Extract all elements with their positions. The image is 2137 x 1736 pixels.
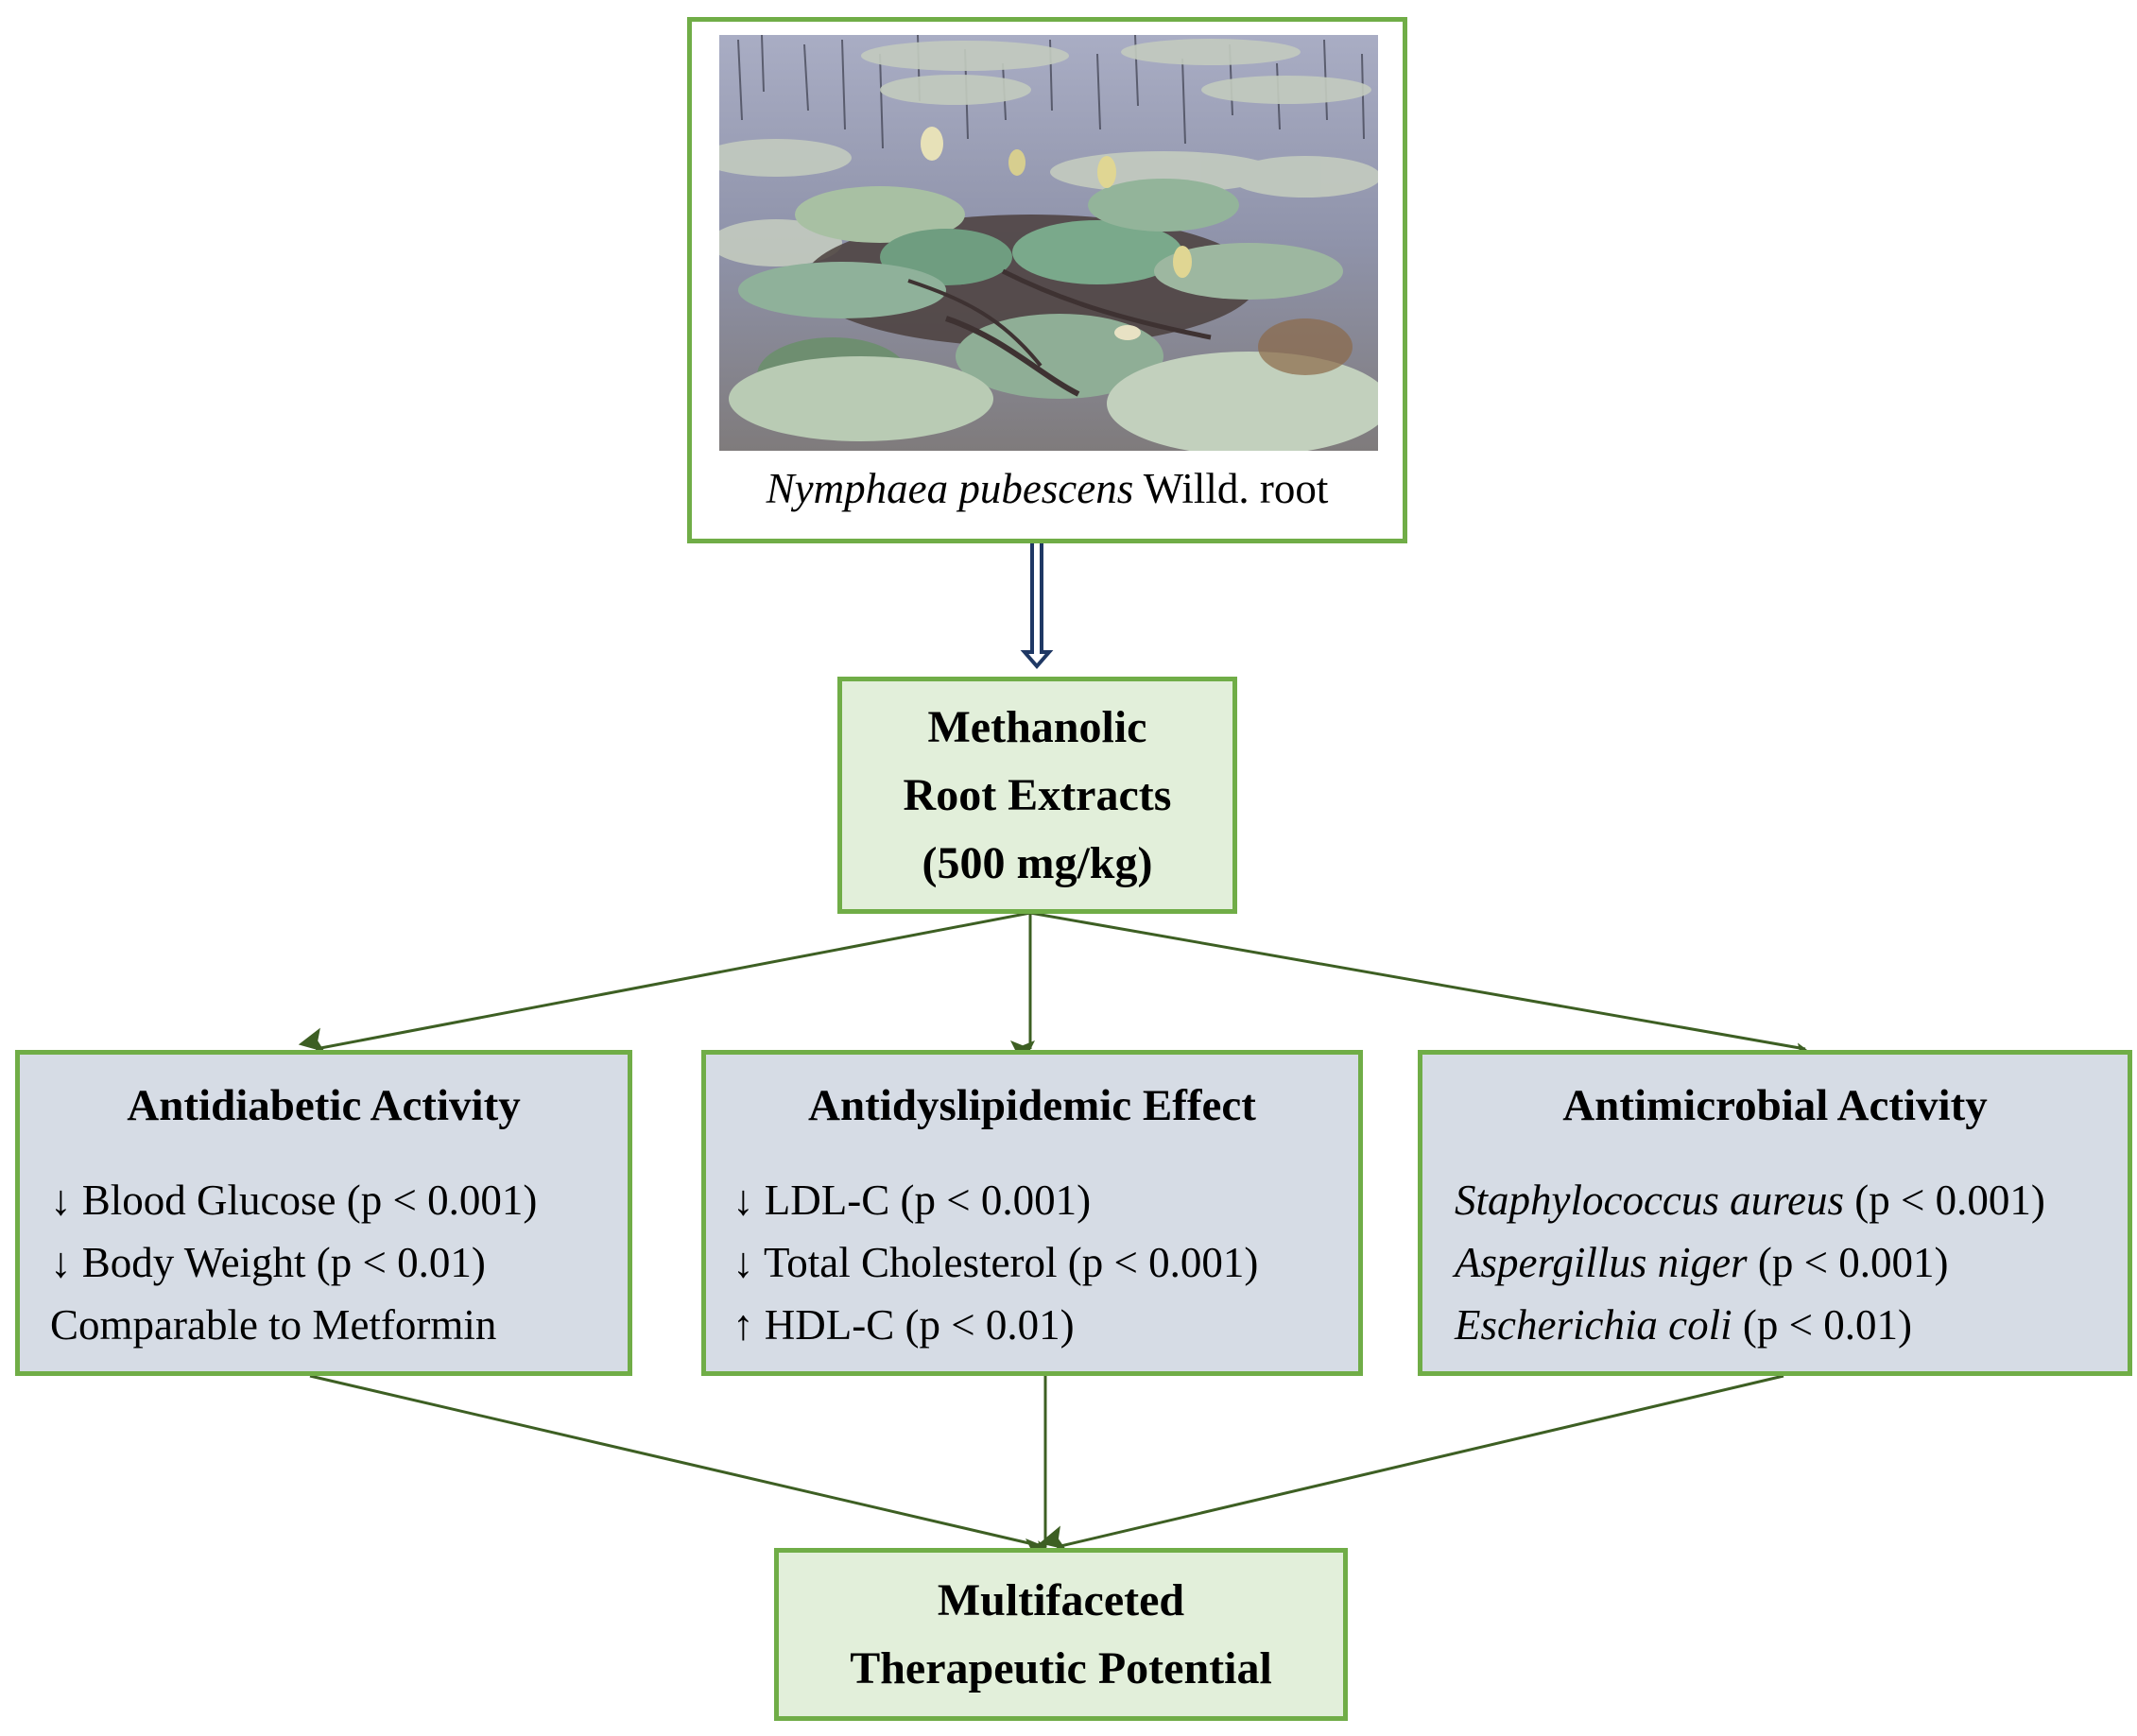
finding-item: ↓ Body Weight (p < 0.01) [50,1239,486,1286]
finding-item: ↓ LDL-C (p < 0.001) [732,1177,1092,1224]
activity-title: Antidiabetic Activity [127,1081,521,1130]
finding-item: ↑ HDL-C (p < 0.01) [732,1301,1075,1349]
finding-item: Aspergillus niger (p < 0.001) [1455,1239,1949,1286]
species-name: Nymphaea pubescens [766,465,1134,512]
finding-item: ↓ Total Cholesterol (p < 0.001) [732,1239,1259,1286]
antimicrobial-activity-box: Antimicrobial Activity Staphylococcus au… [1418,1050,2132,1376]
activity-title: Antimicrobial Activity [1562,1081,1988,1130]
hollow-down-arrow [1020,539,1054,670]
organism-name: Escherichia coli [1455,1301,1732,1349]
extract-line: (500 mg/kg) [922,837,1153,888]
plant-photo [719,35,1378,451]
organism-name: Aspergillus niger [1455,1239,1748,1286]
result-node: Multifaceted Therapeutic Potential [774,1548,1348,1721]
caption-suffix: Willd. root [1133,465,1329,512]
finding-item: Staphylococcus aureus (p < 0.001) [1455,1177,2045,1224]
extract-line: Methanolic [927,701,1147,752]
antidyslipidemic-effect-box: Antidyslipidemic Effect ↓ LDL-C (p < 0.0… [701,1050,1363,1376]
result-line: Multifaceted [937,1574,1185,1625]
arrow-antimicrobial-to-result [1039,1374,1784,1550]
extract-title: Methanolic Root Extracts (500 mg/kg) [904,694,1172,898]
finding-item: ↓ Blood Glucose (p < 0.001) [50,1177,538,1224]
trend-arrow-icon: ↓ [732,1177,765,1224]
trend-arrow-icon: ↑ [732,1301,765,1349]
organism-name: Staphylococcus aureus [1455,1177,1844,1224]
arrow-antidiabetic-to-result [309,1374,1060,1565]
activity-title: Antidyslipidemic Effect [808,1081,1256,1130]
extract-line: Root Extracts [903,769,1172,820]
antidiabetic-activity-box: Antidiabetic Activity ↓ Blood Glucose (p… [15,1050,632,1376]
arrow-extract-to-antimicrobial [1029,911,1820,1068]
arrow-extract-to-antidiabetic [298,911,1031,1053]
plant-caption: Nymphaea pubescens Willd. root [692,460,1403,517]
trend-arrow-icon: ↓ [732,1239,764,1286]
result-line: Therapeutic Potential [850,1642,1272,1693]
finding-item: Comparable to Metformin [50,1301,497,1349]
source-plant-box: Nymphaea pubescens Willd. root [687,17,1407,543]
trend-arrow-icon: ↓ [50,1177,82,1224]
trend-arrow-icon: ↓ [50,1239,82,1286]
finding-item: Escherichia coli (p < 0.01) [1455,1301,1913,1349]
extract-node: Methanolic Root Extracts (500 mg/kg) [837,677,1237,914]
result-title: Multifaceted Therapeutic Potential [850,1567,1272,1703]
